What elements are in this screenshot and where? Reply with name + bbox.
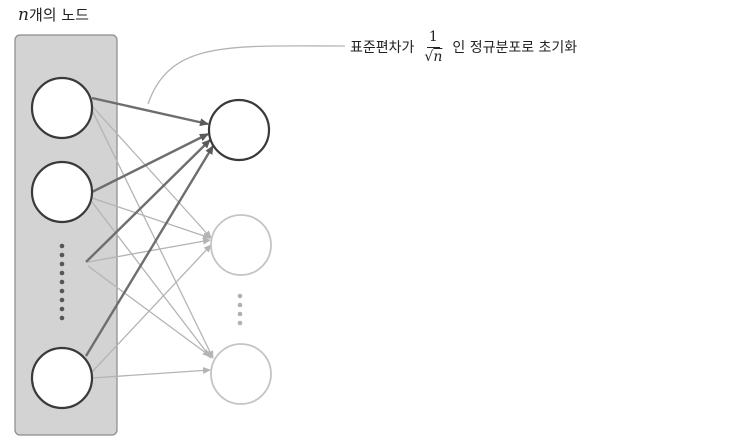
output-node-faded-2: [210, 343, 272, 405]
std-fraction: 1 √n: [424, 30, 442, 64]
input-layer-label: 개의 노드: [28, 6, 89, 24]
edge-in1-out1: [91, 96, 209, 127]
input-layer-variable: n: [18, 5, 29, 25]
input-node-1: [30, 76, 94, 140]
fraction-denominator: √n: [424, 48, 442, 65]
edge-dots-out1: [85, 139, 211, 263]
init-annotation: 표준편차가 1 √n 인 정규분포로 초기화: [350, 30, 577, 64]
output-ellipsis-dots: [237, 293, 243, 326]
output-node-faded-1: [210, 214, 272, 276]
input-node-n: [30, 346, 94, 410]
edge-in1-out3: [91, 109, 214, 359]
sqrt-symbol: √: [424, 48, 434, 65]
faint-edges: [87, 105, 214, 379]
output-node-active: [207, 98, 271, 162]
edge-in3-out1: [84, 145, 215, 357]
input-ellipsis-dots: [59, 243, 65, 321]
input-node-2: [30, 160, 94, 224]
edge-in2-out1: [91, 132, 209, 194]
input-layer-title: n개의 노드: [18, 4, 89, 25]
edge-in3-out3: [91, 366, 211, 379]
annotation-prefix: 표준편차가: [350, 40, 415, 57]
edge-in3-out2: [91, 244, 212, 373]
edge-in1-out2: [91, 105, 212, 239]
edge-in2-out3: [91, 201, 212, 359]
annotation-suffix: 인 정규분포로 초기화: [452, 40, 578, 57]
strong-edges: [84, 96, 215, 357]
fraction-denominator-var: n: [433, 48, 443, 65]
edge-in2-out2: [91, 197, 211, 240]
fraction-numerator: 1: [426, 30, 440, 48]
annotation-leader: [147, 45, 346, 105]
